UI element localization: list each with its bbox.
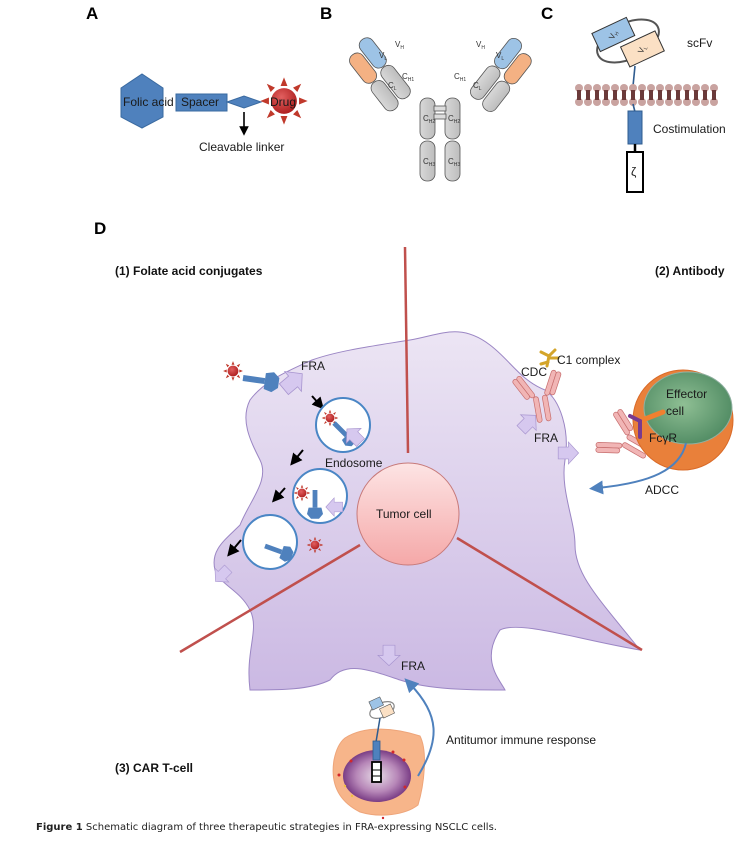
- cl-left-label: CL: [388, 81, 397, 92]
- antibody-pathway: FRA CDC C1 complex Effector cell FcγR: [510, 348, 734, 497]
- granules: [337, 750, 407, 820]
- transport-arrow-icon: [227, 539, 242, 557]
- effector-cell-label-2: cell: [666, 404, 684, 418]
- lipid-tail: [586, 90, 590, 100]
- lipid-tail: [712, 90, 716, 100]
- drug-label: Drug: [270, 95, 296, 109]
- vl-right-label: VL: [496, 51, 504, 62]
- lipid-tail: [640, 90, 644, 100]
- lipid-tail: [604, 90, 608, 100]
- lipid-tail: [613, 90, 617, 100]
- lipid-tail: [577, 90, 581, 100]
- fra-label-2: FRA: [534, 431, 558, 445]
- figure-caption-text: Schematic diagram of three therapeutic s…: [85, 822, 497, 833]
- zeta-domain: [626, 151, 644, 193]
- ch2-left-label: CH2: [423, 114, 435, 125]
- car-construct: VH VL scFv Costimulation ζ: [575, 16, 726, 193]
- folic-acid-label: Folic acid: [123, 95, 174, 109]
- car-t-pathway: FRA Antitumor immune response: [332, 644, 596, 820]
- lipid-tail: [667, 90, 671, 100]
- figure-caption-prefix: Figure 1: [36, 822, 83, 833]
- folate-pathway: FRA Endosome: [208, 359, 383, 589]
- costimulation-domain: [627, 110, 643, 145]
- vh-left-label: VH: [395, 40, 404, 51]
- cl-right-label: CL: [473, 81, 482, 92]
- lipid-tail: [631, 90, 635, 100]
- cdc-label: CDC: [521, 365, 547, 379]
- strategy-dividers: [179, 246, 643, 654]
- drug-icon: [293, 484, 311, 502]
- panel-b-label: B: [320, 4, 332, 23]
- adcc-label: ADCC: [645, 483, 679, 497]
- divider-right: [456, 536, 643, 652]
- effector-cell-label-1: Effector: [666, 387, 707, 401]
- divider-left: [179, 543, 361, 654]
- lipid-tail: [676, 90, 680, 100]
- ch3-right-label: CH3: [448, 157, 460, 168]
- transport-arrow-icon: [271, 487, 286, 503]
- transport-arrow-icon: [290, 449, 304, 466]
- endosome-1: [315, 397, 371, 453]
- zeta-label: ζ: [631, 165, 637, 179]
- drug-icon: [306, 536, 324, 554]
- lipid-tail: [649, 90, 653, 100]
- cleavable-linker-label: Cleavable linker: [199, 140, 284, 154]
- fra-label-1: FRA: [301, 359, 325, 373]
- lipid-tail: [658, 90, 662, 100]
- adcc-arrow-icon: [589, 442, 687, 495]
- ch2-right-label: CH2: [448, 114, 460, 125]
- c1-complex-icon: [539, 348, 560, 368]
- endosome-3: [242, 514, 298, 570]
- vh-right-label: VH: [476, 40, 485, 51]
- panel-a: A Folic acid Spacer Drug Cleavable linke…: [86, 4, 308, 154]
- fcgr-receptor-icon: [628, 409, 666, 439]
- lipid-tail: [622, 90, 626, 100]
- panel-d: D (1) Folate acid conjugates (2) Antibod…: [94, 219, 734, 820]
- panel-b: B VL VH: [320, 4, 532, 182]
- fra-label-3: FRA: [401, 659, 425, 673]
- vl-left-label: VL: [379, 51, 387, 62]
- panel-c: C VH VL scFv Costimulation ζ: [541, 4, 726, 193]
- internalization-arrow-icon: [311, 395, 324, 410]
- ch1-right-label: CH1: [454, 72, 466, 83]
- panel-d-label: D: [94, 219, 106, 238]
- antibody-diagram: [349, 37, 532, 182]
- tumor-cell-nucleus: [356, 462, 460, 566]
- lipid-tail: [595, 90, 599, 100]
- lipid-tail: [694, 90, 698, 100]
- antitumor-response-arrow-icon: [404, 678, 435, 777]
- divider-top: [403, 246, 410, 454]
- fcgr-label: FcγR: [649, 431, 677, 445]
- panel-c-label: C: [541, 4, 553, 23]
- linker-diamond: [225, 95, 263, 109]
- panel-a-label: A: [86, 4, 98, 23]
- lipid-tail: [703, 90, 707, 100]
- spacer-label: Spacer: [181, 95, 219, 109]
- scfv-label: scFv: [687, 36, 712, 50]
- endosome-label: Endosome: [325, 456, 383, 470]
- lipid-tail: [685, 90, 689, 100]
- tumor-cell-label: Tumor cell: [376, 507, 432, 521]
- strategy-car-t-label: (3) CAR T-cell: [115, 761, 193, 775]
- strategy-folate-label: (1) Folate acid conjugates: [115, 264, 263, 278]
- folic-acid-conjugate: Folic acid Spacer Drug Cleavable linker: [120, 73, 308, 154]
- c1-complex-label: C1 complex: [557, 353, 620, 367]
- car-receptor-icon: [368, 696, 395, 783]
- drug-icon: [223, 361, 243, 381]
- ch3-left-label: CH3: [423, 157, 435, 168]
- effector-cell-nucleus: [643, 371, 733, 445]
- folic-acid-hexagon: [120, 73, 164, 129]
- figure-caption: Figure 1 Schematic diagram of three ther…: [36, 822, 497, 833]
- antibody-domain-labels: VL VH CH1 CL VH VL CH1 CL CH2 CH2 CH3 CH…: [379, 40, 504, 168]
- costimulation-label: Costimulation: [653, 122, 726, 136]
- strategy-antibody-label: (2) Antibody: [655, 264, 725, 278]
- antitumor-response-label: Antitumor immune response: [446, 733, 596, 747]
- ch1-left-label: CH1: [402, 72, 414, 83]
- membrane: [575, 84, 718, 106]
